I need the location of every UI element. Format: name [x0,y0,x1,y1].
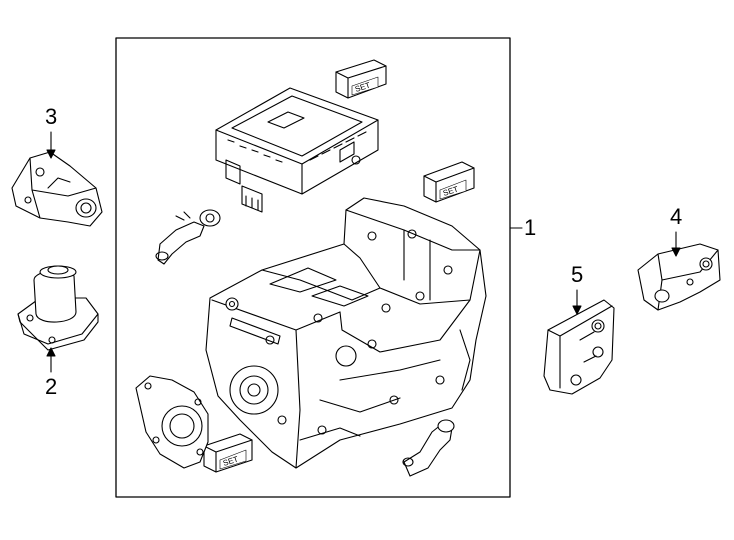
set-box-bottom: SET [203,433,253,473]
mount-bracket-5 [543,299,615,395]
arrowhead-part-2 [46,347,56,357]
callout-part-3: 3 [45,104,58,129]
inverter-module [215,87,379,213]
mount-bracket-4 [637,243,721,311]
arrowhead-part-4 [671,247,681,257]
end-cover-plate [135,375,209,469]
rubber-mount-2 [17,265,99,351]
callout-part-2: 2 [45,374,58,399]
callout-part-5: 5 [571,262,584,287]
coolant-elbow-bottom [402,419,455,477]
callout-part-4: 4 [670,204,683,229]
arrowhead-part-3 [46,149,56,159]
motor-housing [205,197,487,469]
mount-bracket-3 [11,151,103,227]
arrowhead-part-5 [572,305,582,315]
set-box-top: SET [335,59,387,99]
coolant-elbow-left [155,209,221,265]
callout-part-1: 1 [524,215,537,240]
assembly-frame [115,37,511,498]
set-box-right: SET [423,161,475,203]
